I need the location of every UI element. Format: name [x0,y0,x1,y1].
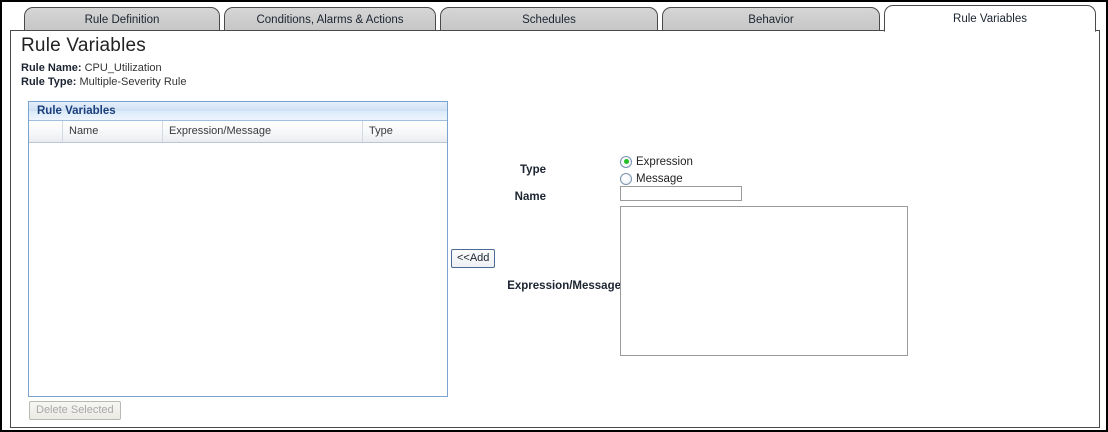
tab-label: Rule Definition [84,14,160,26]
tab-label: Behavior [748,14,794,26]
rule-name-row: Rule Name: CPU_Utilization [21,62,162,74]
name-input[interactable] [620,186,742,201]
content-panel: Rule Variables Rule Name: CPU_Utilizatio… [10,30,1100,428]
tab-rule-definition[interactable]: Rule Definition [24,7,220,32]
type-radio-group[interactable]: Expression Message [620,154,693,188]
table-header-row: Name Expression/Message Type [29,121,447,143]
tab-label: Conditions, Alarms & Actions [256,14,404,26]
tab-schedules[interactable]: Schedules [440,7,658,32]
table-body[interactable] [29,143,447,395]
tab-strip: Rule Definition Conditions, Alarms & Act… [2,2,1106,32]
radio-unselected-icon [620,172,632,185]
tab-label: Rule Variables [953,13,1027,25]
rule-name-value: CPU_Utilization [84,62,162,74]
radio-option-expression[interactable]: Expression [620,154,693,169]
tab-rule-variables[interactable]: Rule Variables [884,5,1096,32]
name-label: Name [514,191,546,203]
radio-selected-icon [620,155,632,168]
column-header-name: Name [63,121,163,142]
tab-conditions-alarms-actions[interactable]: Conditions, Alarms & Actions [224,7,436,32]
expression-message-label: Expression/Message [507,280,621,292]
rule-type-label: Rule Type: [21,76,77,88]
rule-name-label: Rule Name: [21,62,82,74]
column-header-select [29,121,63,142]
delete-selected-button[interactable]: Delete Selected [29,401,121,420]
expression-message-textarea[interactable] [620,206,908,356]
rule-variables-table-panel: Rule Variables Name Expression/Message T… [28,101,448,397]
radio-label-message: Message [636,172,683,185]
column-header-expression-message: Expression/Message [163,121,363,142]
radio-option-message[interactable]: Message [620,171,693,186]
type-label: Type [520,164,546,176]
add-button[interactable]: <<Add [451,249,496,268]
table-panel-title: Rule Variables [29,102,447,121]
column-header-type: Type [369,125,393,137]
tab-behavior[interactable]: Behavior [662,7,880,32]
rule-type-value: Multiple-Severity Rule [79,76,187,88]
radio-label-expression: Expression [636,155,693,168]
rule-type-row: Rule Type: Multiple-Severity Rule [21,76,186,88]
page-title: Rule Variables [21,35,146,56]
tab-label: Schedules [522,14,576,26]
